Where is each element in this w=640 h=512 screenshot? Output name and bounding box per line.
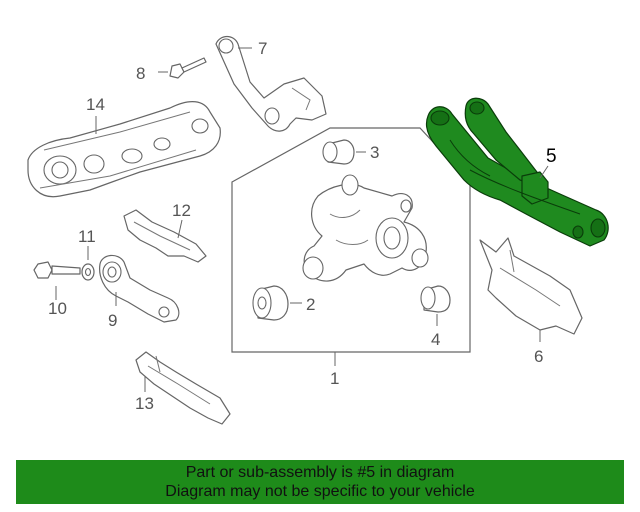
- part-2-bushing-group[interactable]: 2: [252, 285, 315, 321]
- callout-4: 4: [431, 330, 440, 349]
- part-13-bracket: [135, 351, 231, 425]
- callout-8: 8: [136, 64, 145, 83]
- part-6-shield-group[interactable]: 6: [479, 237, 583, 366]
- part-7-upper-arm: [215, 35, 327, 132]
- banner-line-2: Diagram may not be specific to your vehi…: [165, 483, 475, 500]
- part-12-bracket-group[interactable]: 12: [123, 201, 207, 263]
- part-4-bushing-group[interactable]: 4: [420, 285, 451, 349]
- callout-10: 10: [48, 299, 67, 318]
- callout-2: 2: [306, 295, 315, 314]
- part-5-lower-control-arm-group[interactable]: 5: [425, 97, 609, 247]
- part-9-link-group[interactable]: 9: [99, 254, 180, 330]
- info-banner: Part or sub-assembly is #5 in diagram Di…: [16, 460, 624, 504]
- part-7-upper-arm-group[interactable]: 7: [215, 35, 327, 132]
- callout-13: 13: [135, 394, 154, 413]
- callout-7: 7: [258, 39, 267, 58]
- callout-5: 5: [546, 146, 557, 167]
- part-10-bolt-group[interactable]: 10: [33, 261, 81, 318]
- part-14-trailing-arm-group[interactable]: 14: [27, 95, 221, 198]
- callout-11: 11: [78, 227, 96, 246]
- part-12-bracket: [123, 209, 207, 263]
- part-13-bracket-group[interactable]: 13: [135, 351, 231, 425]
- callout-12: 12: [172, 201, 191, 220]
- part-8-bolt: [169, 63, 185, 79]
- callout-6: 6: [534, 347, 543, 366]
- callout-3: 3: [370, 143, 379, 162]
- part-1-knuckle-group[interactable]: 1: [231, 127, 471, 388]
- part-11-washer-group[interactable]: 11: [78, 227, 96, 281]
- callout-14: 14: [86, 95, 105, 114]
- part-6-shield: [479, 237, 583, 335]
- banner-line-1: Part or sub-assembly is #5 in diagram: [185, 464, 455, 481]
- part-10-bolt: [33, 261, 53, 279]
- part-3-bushing-group[interactable]: 3: [322, 139, 379, 165]
- callout-9: 9: [108, 311, 117, 330]
- part-8-bolt-group[interactable]: 8: [136, 57, 207, 83]
- callout-1: 1: [330, 369, 339, 388]
